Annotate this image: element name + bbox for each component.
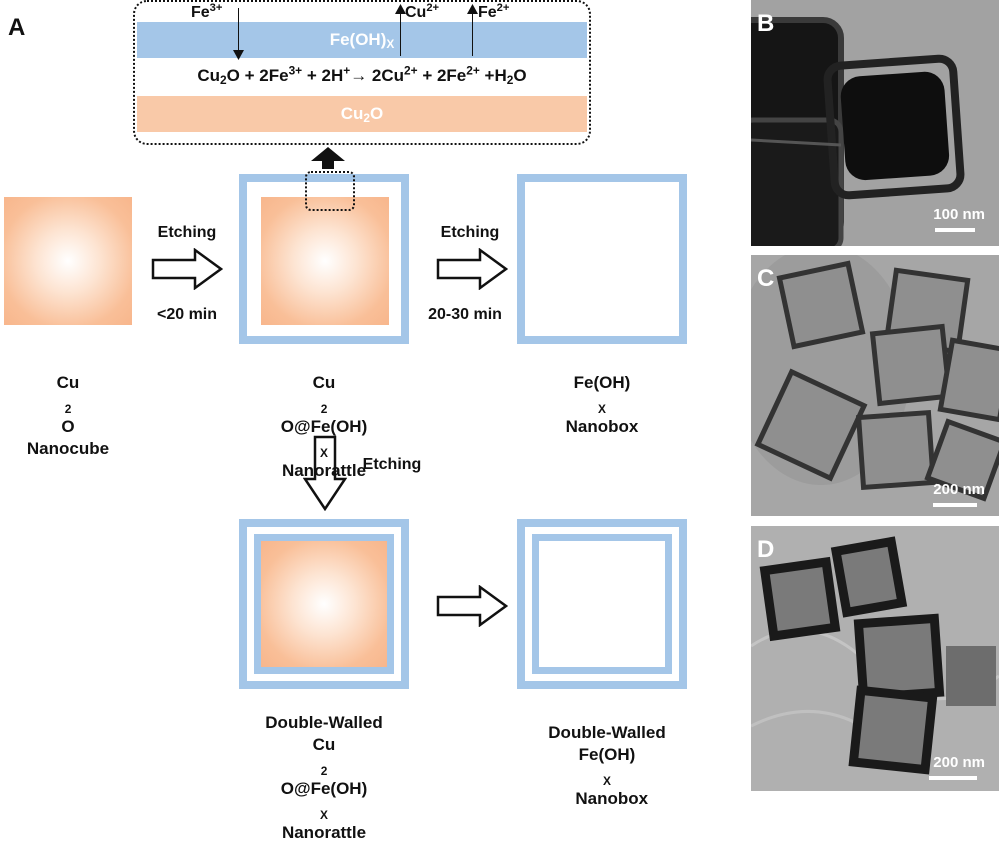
scale-label-b: 100 nm bbox=[933, 206, 985, 223]
arrow-up-icon bbox=[467, 4, 478, 14]
etching-time-2: 20-30 min bbox=[428, 306, 502, 323]
core-label: Cu bbox=[340, 104, 364, 123]
scale-label-d: 200 nm bbox=[933, 754, 985, 771]
arrow-up-icon bbox=[395, 4, 406, 14]
tem-d-micrograph bbox=[751, 526, 999, 791]
fe2-arrow-line bbox=[472, 8, 473, 56]
tem-image-b: B 100 nm bbox=[751, 0, 999, 246]
etching-step-2: Etching bbox=[440, 224, 500, 241]
ion-fe2: Fe2+ bbox=[478, 1, 510, 21]
panel-label-a: A bbox=[8, 14, 26, 41]
nanobox bbox=[517, 174, 687, 344]
ion-cu2: Cu2+ bbox=[405, 1, 440, 21]
panel-label-c: C bbox=[757, 265, 775, 292]
reaction-inset: Fe(OH)X Cu2O Fe3+ Cu2+ Fe2+ Cu2O + 2Fe3+… bbox=[133, 0, 591, 145]
zoom-arrow-up-icon bbox=[311, 147, 345, 169]
panel-label-b: B bbox=[757, 10, 775, 37]
core-band: Cu2O bbox=[137, 96, 587, 132]
tem-c-micrograph bbox=[751, 255, 999, 516]
dw-nanobox-inner-shell bbox=[532, 534, 672, 674]
tem-b-micrograph bbox=[751, 0, 999, 246]
etching-step-3: Etching bbox=[362, 456, 422, 473]
label-nanobox: Fe(OH)X Nanobox bbox=[565, 373, 639, 436]
label-dw-nanobox: Double-Walled Fe(OH)X Nanobox bbox=[548, 723, 666, 808]
scale-bar-d bbox=[929, 776, 977, 780]
zoom-region bbox=[305, 171, 355, 211]
dw-nanorattle-core bbox=[261, 541, 387, 667]
shell-band: Fe(OH)X bbox=[137, 22, 587, 58]
arrow-down-hollow-icon bbox=[303, 435, 347, 511]
arrow-right-icon bbox=[436, 248, 508, 290]
etching-time-1: <20 min bbox=[156, 306, 218, 323]
nanorattle-core bbox=[261, 197, 389, 325]
tem-image-d: D 200 nm bbox=[751, 526, 999, 791]
tem-image-c: C 200 nm bbox=[751, 255, 999, 516]
etching-step-1: Etching bbox=[157, 224, 217, 241]
panel-label-d: D bbox=[757, 536, 775, 563]
arrow-right-icon bbox=[151, 248, 223, 290]
arrow-down-icon bbox=[233, 50, 244, 60]
cu2o-nanocube bbox=[4, 197, 132, 325]
arrow-right-icon bbox=[436, 585, 508, 627]
scale-bar-c bbox=[933, 503, 977, 507]
scale-bar-b bbox=[935, 228, 975, 232]
shell-label: Fe(OH) bbox=[329, 30, 387, 49]
fe3-arrow-line bbox=[238, 8, 239, 56]
cu2-arrow-line bbox=[400, 8, 401, 56]
reaction-equation: Cu2O + 2Fe3+ + 2H+→ 2Cu2+ + 2Fe2+ +H2O bbox=[197, 63, 527, 87]
scale-label-c: 200 nm bbox=[933, 481, 985, 498]
ion-fe3: Fe3+ bbox=[191, 1, 223, 21]
